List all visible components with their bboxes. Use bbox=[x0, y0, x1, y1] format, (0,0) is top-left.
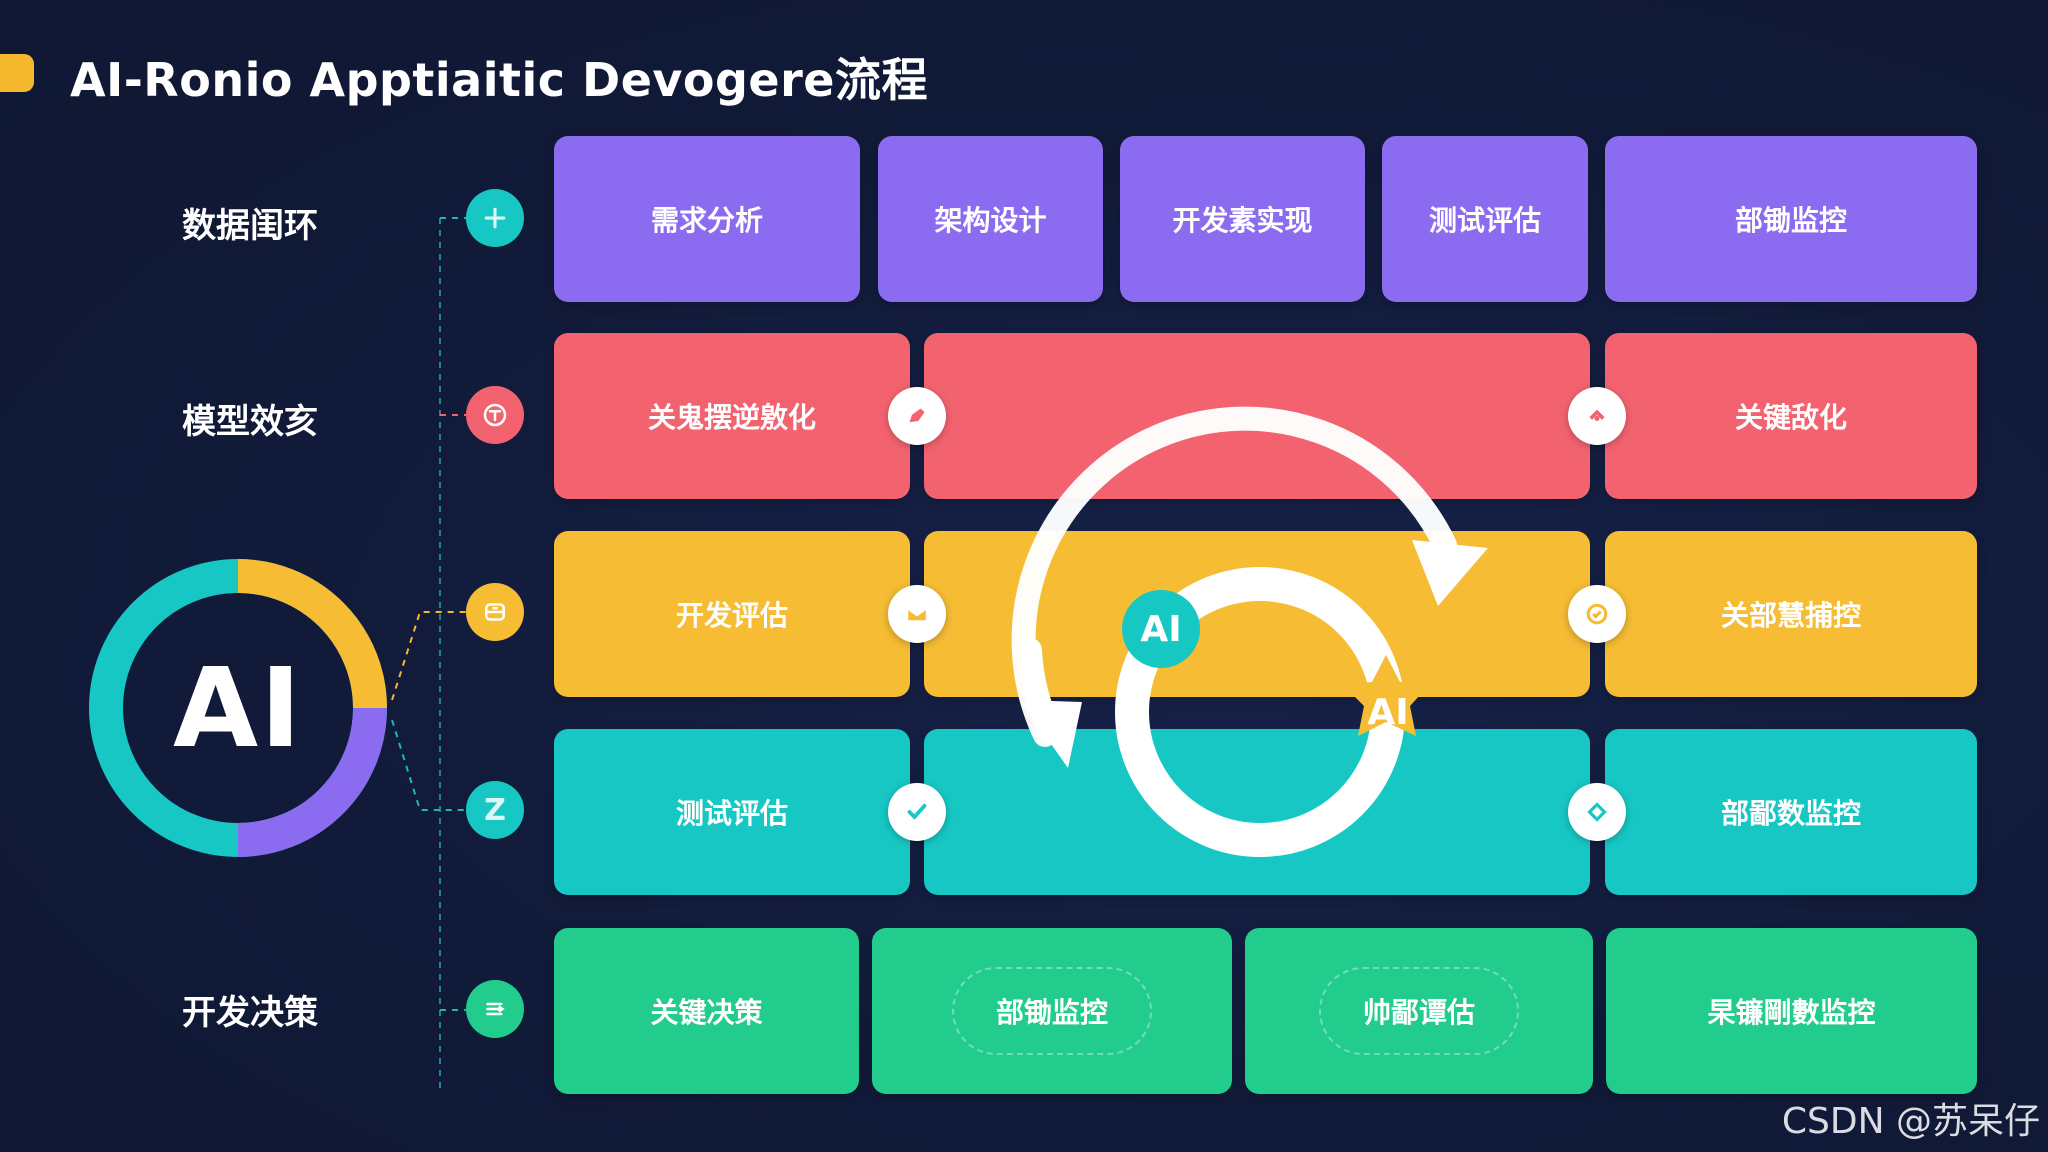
check-icon[interactable] bbox=[888, 783, 946, 841]
stage-requirements[interactable]: 需求分析 bbox=[554, 136, 860, 302]
row3-cell-middle bbox=[924, 531, 1590, 697]
watermark: CSDN @苏呆仔 bbox=[1781, 1101, 2040, 1142]
row2-cell-right[interactable]: 关键敌化 bbox=[1605, 333, 1977, 499]
stage-testing[interactable]: 测试评估 bbox=[1382, 136, 1588, 302]
row4-cell-left[interactable]: 测试评估 bbox=[554, 729, 910, 895]
box-icon[interactable] bbox=[466, 583, 524, 641]
row5-cell-2-label: 部锄监控 bbox=[951, 967, 1152, 1055]
z-icon[interactable]: Z bbox=[466, 781, 524, 839]
check-circle-icon[interactable] bbox=[1568, 585, 1626, 643]
row5-cell-2[interactable]: 部锄监控 bbox=[872, 928, 1232, 1094]
menu-icon[interactable] bbox=[466, 980, 524, 1038]
row5-cell-1[interactable]: 关键决策 bbox=[554, 928, 859, 1094]
row-label-dev-decision: 开发决策 bbox=[182, 993, 318, 1033]
cycle-ai-badge-teal: AI bbox=[1122, 590, 1200, 668]
row3-cell-left[interactable]: 开发评估 bbox=[554, 531, 910, 697]
row5-cell-4[interactable]: 杲镰剛數监控 bbox=[1606, 928, 1977, 1094]
row2-cell-left[interactable]: 关鬼摆逆敫化 bbox=[554, 333, 910, 499]
ai-donut-chart bbox=[89, 559, 387, 857]
title-marker bbox=[0, 54, 34, 92]
pencil-icon[interactable] bbox=[888, 387, 946, 445]
page-title: AI-Ronio Apptiaitic Devogere流程 bbox=[70, 53, 929, 107]
row5-cell-3-label: 帅鄙谭估 bbox=[1318, 967, 1519, 1055]
ai-logo-text: AI bbox=[172, 644, 304, 772]
info-icon[interactable] bbox=[466, 386, 524, 444]
chevron-up-icon[interactable] bbox=[1568, 387, 1626, 445]
cycle-ai-badge-star: AI bbox=[1367, 691, 1409, 733]
stage-architecture[interactable]: 架构设计 bbox=[878, 136, 1103, 302]
row4-cell-middle bbox=[924, 729, 1590, 895]
row-label-model: 模型效亥 bbox=[182, 402, 318, 442]
stage-implementation[interactable]: 开发素实现 bbox=[1120, 136, 1365, 302]
plus-icon[interactable] bbox=[466, 189, 524, 247]
envelope-icon[interactable] bbox=[888, 585, 946, 643]
row2-cell-middle bbox=[924, 333, 1590, 499]
row-label-data-loop: 数据闺环 bbox=[182, 206, 318, 246]
row5-cell-3[interactable]: 帅鄙谭估 bbox=[1245, 928, 1593, 1094]
row3-cell-right[interactable]: 关部慧捕控 bbox=[1605, 531, 1977, 697]
diamond-icon[interactable] bbox=[1568, 783, 1626, 841]
stage-monitoring[interactable]: 部锄监控 bbox=[1605, 136, 1977, 302]
row4-cell-right[interactable]: 部鄙数监控 bbox=[1605, 729, 1977, 895]
